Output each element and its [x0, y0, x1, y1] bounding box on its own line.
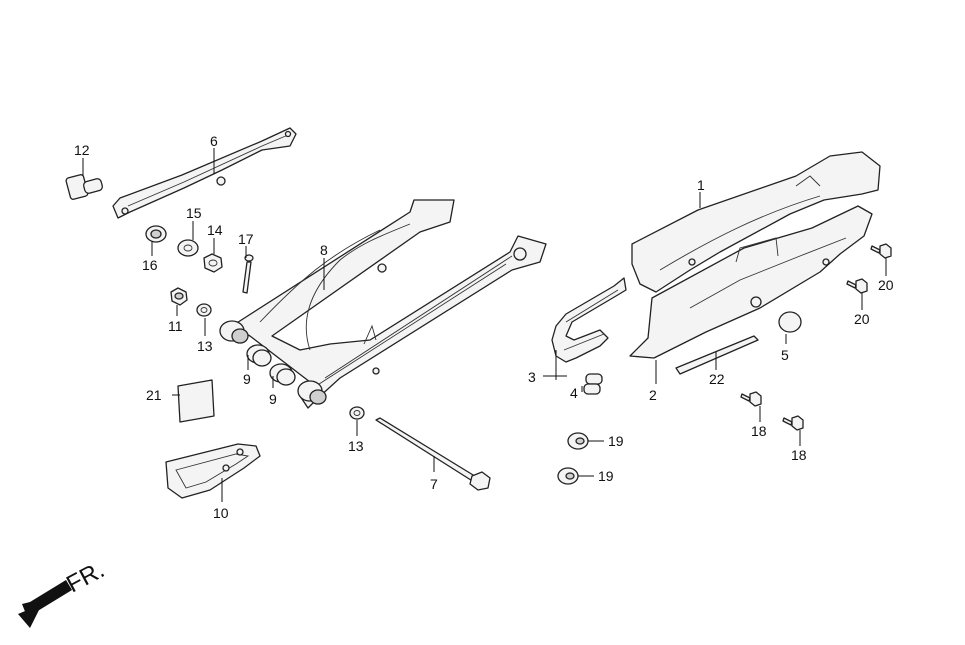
- callout-12: 12: [74, 142, 90, 158]
- part-10-chain-guide: [165, 443, 261, 499]
- part-16-seal: [145, 225, 167, 243]
- callout-1: 1: [697, 177, 705, 193]
- part-22-strip: [675, 335, 759, 375]
- leader-lines: [82, 148, 887, 502]
- part-14-nut: [203, 253, 223, 273]
- callout-4: 4: [570, 385, 578, 401]
- part-19-collar-upper: [567, 432, 589, 450]
- callout-14: 14: [207, 222, 223, 238]
- part-5-cap: [778, 311, 802, 333]
- callout-2: 2: [649, 387, 657, 403]
- part-9-bushing-lower: [269, 363, 296, 386]
- callout-16: 16: [142, 257, 158, 273]
- part-12-bolt: [65, 174, 103, 200]
- callout-18-left: 18: [751, 423, 767, 439]
- part-19-collar-lower: [557, 467, 579, 485]
- part-7-axle: [375, 417, 491, 491]
- callout-22: 22: [709, 371, 725, 387]
- part-20-bolt-lower: [846, 278, 868, 294]
- front-direction-arrow-icon: [18, 580, 72, 628]
- part-11-nut: [170, 287, 188, 306]
- callout-13-lower: 13: [348, 438, 364, 454]
- callout-5: 5: [781, 347, 789, 363]
- callout-13-upper: 13: [197, 338, 213, 354]
- part-1-chain-cover: [631, 151, 881, 293]
- part-9-bushing-upper: [246, 344, 272, 367]
- part-2-chain-case: [629, 205, 873, 359]
- part-15-washer: [177, 239, 199, 257]
- callout-8: 8: [320, 242, 328, 258]
- part-13-washer-lower: [349, 406, 365, 420]
- part-17-pin: [242, 254, 254, 294]
- callout-20-upper: 20: [878, 277, 894, 293]
- callout-9-upper: 9: [243, 371, 251, 387]
- callout-10: 10: [213, 505, 229, 521]
- part-18-bolt-left: [740, 391, 762, 407]
- part-4-master-link: [583, 373, 603, 395]
- part-6-chain-slider: [112, 127, 297, 219]
- callout-19-lower: 19: [598, 468, 614, 484]
- callout-21: 21: [146, 387, 162, 403]
- front-direction-label: FR.: [62, 556, 109, 598]
- callout-19-upper: 19: [608, 433, 624, 449]
- part-13-washer-top: [196, 303, 212, 317]
- callout-3: 3: [528, 369, 536, 385]
- callout-6: 6: [210, 133, 218, 149]
- part-8-swingarm: [219, 199, 547, 409]
- part-20-bolt-upper: [870, 243, 892, 259]
- callout-15: 15: [186, 205, 202, 221]
- callout-11: 11: [168, 318, 183, 334]
- part-21-label: [177, 379, 215, 423]
- callout-7: 7: [430, 476, 438, 492]
- callout-20-lower: 20: [854, 311, 870, 327]
- callout-labels: 1 2 3 4 5 6 7 8 9 9 10 11 12 13 13 14 15…: [74, 133, 894, 521]
- callout-18-right: 18: [791, 447, 807, 463]
- part-3-chain: [551, 277, 627, 363]
- callout-17: 17: [238, 231, 254, 247]
- callout-9-lower: 9: [269, 391, 277, 407]
- part-18-bolt-right: [782, 415, 804, 431]
